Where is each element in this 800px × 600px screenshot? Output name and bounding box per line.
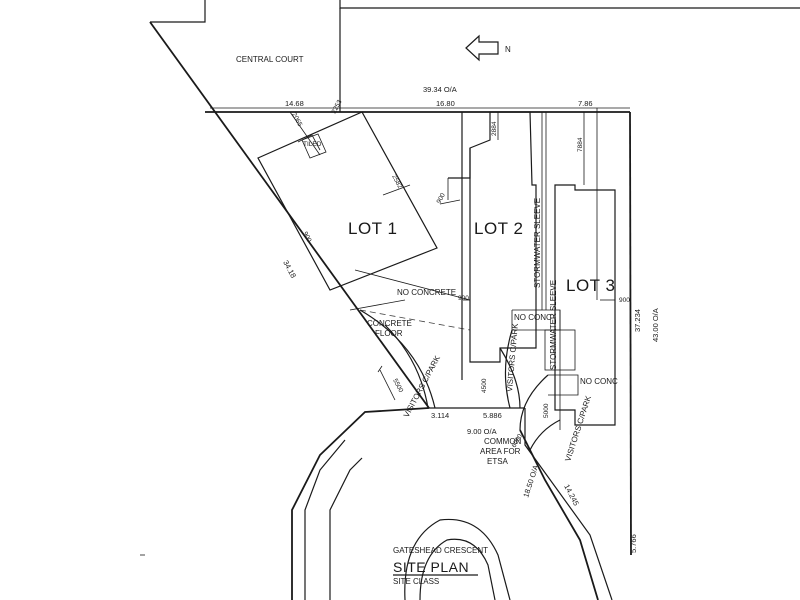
dim-7-86: 7.86 (578, 99, 593, 108)
plan-title: SITE PLAN (393, 559, 469, 575)
common-area-label-3: ETSA (487, 457, 509, 466)
dim-900-d: 900 (619, 297, 630, 304)
driveway-curves (359, 309, 561, 451)
title-block: GATESHEAD CRESCENT SITE PLAN SITE CLASS (393, 546, 488, 586)
lot-labels: LOT 1 LOT 2 LOT 3 (348, 219, 615, 295)
no-conc-label-2: NO CONC (580, 377, 618, 386)
dim-14-68: 14.68 (285, 99, 304, 108)
dim-5500: 5500 (391, 378, 404, 394)
visitors-park-label-3: VISITORS C/PARK (563, 394, 593, 463)
road-crescent (140, 407, 613, 600)
site-boundary (149, 21, 632, 556)
stormwater-sleeve-label-2: STORMWATER SLEEVE (549, 280, 558, 370)
concrete-floor-label-1: CONCRETE (367, 319, 412, 328)
dim-3-114: 3.114 (431, 411, 449, 420)
visitors-park-label-2: VISITORS C/PARK (505, 322, 520, 392)
common-area-label-2: AREA FOR (480, 447, 521, 456)
dim-37-234: 37.234 (633, 309, 642, 332)
dim-900-b: 900 (436, 192, 447, 205)
lot-3-label: LOT 3 (566, 276, 615, 295)
dim-34-18: 34.18 (281, 259, 298, 280)
dim-900-c: 900 (458, 295, 469, 302)
north-arrow-icon: N (465, 34, 511, 62)
central-court-label: CENTRAL COURT (236, 55, 304, 64)
common-area-label-1: COMMON (484, 437, 522, 446)
lot-1-building (257, 111, 471, 331)
stormwater-sleeve-label-1: STORMWATER SLEEVE (533, 198, 542, 288)
dim-2884: 2884 (491, 121, 498, 136)
lot-2-building (439, 111, 537, 380)
dim-16-80: 16.80 (436, 99, 455, 108)
no-concrete-label: NO CONCRETE (397, 288, 456, 297)
dim-18-50: 18.50 O/A (521, 464, 540, 499)
lot-3-building (511, 112, 616, 430)
dim-43-00: 43.00 O/A (651, 308, 660, 342)
north-label: N (505, 45, 511, 54)
dim-4500: 4500 (481, 378, 488, 393)
concrete-floor-label-2: FLOOR (375, 329, 403, 338)
dim-7884: 7884 (577, 137, 584, 152)
tiled-label: TILED (303, 141, 322, 148)
dim-2582: 2582 (390, 174, 403, 190)
lot-2-label: LOT 2 (474, 219, 523, 238)
lot-1-label: LOT 1 (348, 219, 397, 238)
dim-39-34: 39.34 O/A (423, 85, 457, 94)
dim-14-245: 14.245 (562, 483, 581, 507)
dim-9-00: 9.00 O/A (467, 427, 497, 436)
neighbour-outlines (150, 0, 800, 112)
plan-subtitle: SITE CLASS (393, 577, 439, 586)
no-conc-label-1: NO CONC (514, 313, 552, 322)
street-name: GATESHEAD CRESCENT (393, 546, 488, 555)
dim-2065: 2065 (290, 112, 303, 128)
dim-5-766: 5.766 (629, 534, 638, 553)
dim-5000: 5000 (543, 403, 550, 418)
dimension-labels: 39.34 O/A 14.68 16.80 7.86 37.234 43.00 … (281, 85, 660, 553)
dim-900-a: 900 (301, 231, 312, 244)
dim-5-886: 5.886 (483, 411, 502, 420)
